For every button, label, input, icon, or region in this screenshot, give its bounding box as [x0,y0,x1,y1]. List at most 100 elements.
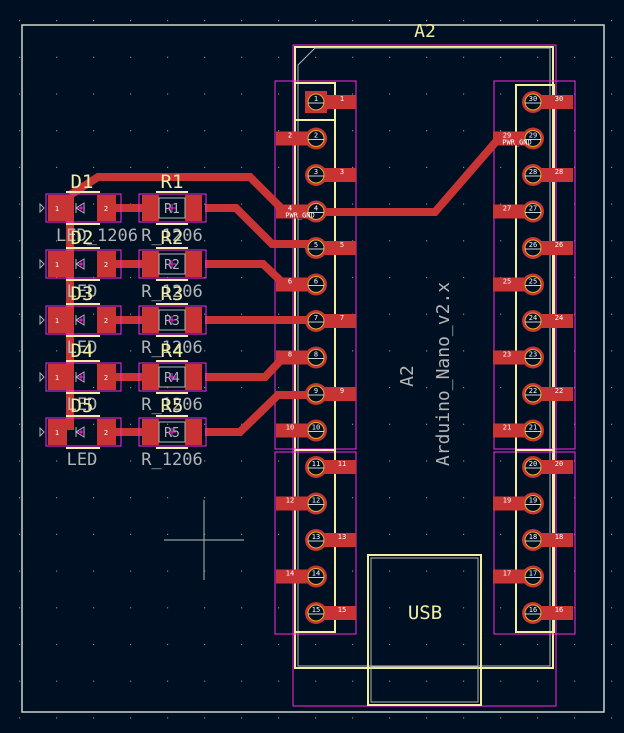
right-header [493,80,576,635]
resistor-pad-1[interactable] [142,195,159,221]
grid-dot [241,93,243,95]
led-pad-2[interactable] [97,419,116,445]
led-pad-2[interactable] [97,195,116,221]
resistor-r3[interactable]: R3R3R_1206 [138,283,207,358]
grid-dot [574,20,576,22]
grid-dot [426,93,428,95]
resistor-pad-1[interactable] [142,307,159,333]
led-pad-2[interactable] [97,364,116,390]
resistor-pad-1[interactable] [142,364,159,390]
grid-dot [278,387,280,389]
cursor-crosshair [164,500,244,580]
resistor-body [158,309,186,331]
grid-dot [204,570,206,572]
grid-dot [426,350,428,352]
resistor-pad-2[interactable] [185,251,202,277]
resistor-r2[interactable]: R2R2R_1206 [138,227,207,302]
led-pad-1[interactable] [48,419,67,445]
led-pad-2[interactable] [97,307,116,333]
pad-label: 5 [340,241,344,249]
pin1-marker-icon [39,426,45,438]
grid-dot [537,20,539,22]
grid-dot [315,643,317,646]
resistor-pad-1[interactable] [142,419,159,445]
resistor-reference: R1 [161,171,184,193]
header-pad-8[interactable]: 88 [276,346,327,369]
resistor-pad-2[interactable] [185,364,202,390]
grid-dot [389,717,391,719]
grid-dot [241,130,243,132]
led-pad-1[interactable] [48,364,67,390]
anchor-cross-icon [168,373,176,381]
grid-dot [93,130,95,132]
pad-drill [307,276,325,293]
header-pad-6[interactable]: 66 [276,273,327,296]
grid-dot [278,680,280,682]
grid-dot [19,313,21,315]
grid-dot [463,717,465,719]
pad-number: 8 [314,351,318,359]
grid-dot [167,130,169,132]
grid-dot [426,607,428,609]
grid-dot [352,717,354,719]
resistor-pad-2[interactable] [185,307,202,333]
led-pad-2[interactable] [97,251,116,277]
grid-dot [204,20,206,22]
pad-number: 13 [312,533,320,541]
led-pad-1[interactable] [48,307,67,333]
grid-dot [389,20,391,22]
pad-drill [307,203,325,220]
resistor-r5[interactable]: R5R5R_1206 [138,395,207,470]
arduino-module[interactable]: USB A2 A2 Arduino_Nano_v2.x [292,21,557,707]
pad-number: 2 [104,317,108,325]
resistor-r1[interactable]: R1R1R_1206 [138,171,207,246]
header-pad-2[interactable]: 22 [276,127,327,150]
grid-dot [352,56,354,58]
grid-dot [56,130,58,132]
led-pad-1[interactable] [48,195,67,221]
resistor-r4[interactable]: R4R4R_1206 [138,340,207,415]
grid-dot [389,423,391,425]
resistor-pad-2[interactable] [185,195,202,221]
resistor-value: R_1206 [141,338,202,358]
resistor-pad-1[interactable] [142,251,159,277]
pad-number: 1 [314,95,318,103]
resistor-pad-2[interactable] [185,419,202,445]
grid-dot [352,130,354,132]
led-pad-1[interactable] [48,251,67,277]
led-reference: D3 [71,283,94,305]
